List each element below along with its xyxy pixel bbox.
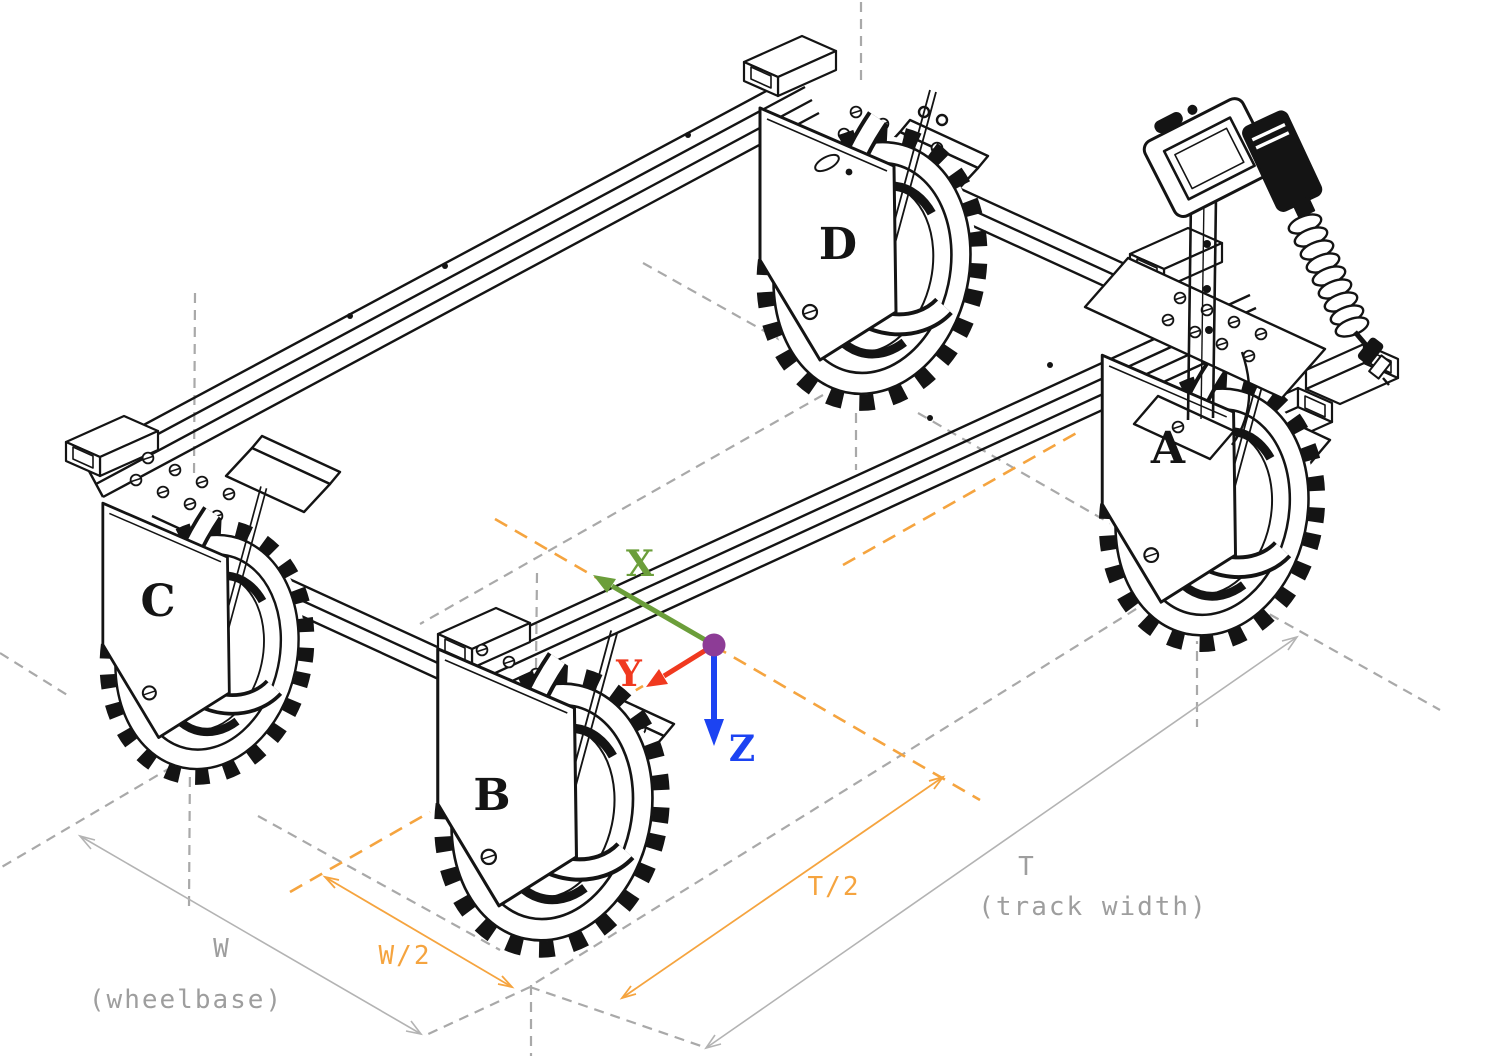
track-arrow-start bbox=[704, 1034, 722, 1050]
wheelbase-dimension-line bbox=[79, 835, 422, 1035]
wheel-label-c: C bbox=[140, 576, 175, 627]
guide-edge-da-2 bbox=[917, 412, 1114, 526]
guide-edge-bc-2 bbox=[257, 815, 501, 951]
display-top-knob bbox=[1154, 111, 1183, 134]
half-dimension-lines bbox=[322, 775, 946, 1000]
x-axis bbox=[593, 575, 716, 648]
x-axis-line bbox=[610, 583, 716, 648]
coordinate-frame: X Y Z bbox=[593, 543, 755, 770]
guide-edge-bc-1 bbox=[0, 652, 73, 699]
wheelbase-arrow-start bbox=[77, 834, 96, 850]
half-track-arrow-end bbox=[928, 775, 946, 790]
wheelbase-caption-label: (wheelbase) bbox=[89, 985, 283, 1015]
cable-plug bbox=[1357, 337, 1392, 386]
center-line-longitudinal bbox=[494, 517, 981, 802]
half-wheelbase-arrow-end bbox=[497, 975, 515, 989]
guide-vertical-wheel-c-bottom bbox=[187, 759, 192, 907]
origin-dot bbox=[702, 633, 726, 657]
guide-edge-da-3 bbox=[1254, 605, 1441, 711]
wheel-label-d: D bbox=[819, 219, 857, 270]
half-wheelbase-line bbox=[324, 876, 513, 988]
mount-bolts-c bbox=[129, 451, 236, 523]
far-side-rail bbox=[80, 72, 820, 499]
track-symbol-label: T bbox=[1018, 852, 1036, 882]
wheel-c bbox=[84, 486, 329, 796]
wheel-d bbox=[740, 90, 1004, 423]
guide-leader-t-left bbox=[529, 985, 705, 1049]
wheelbase-symbol-label: W bbox=[213, 934, 231, 964]
z-axis-arrowhead bbox=[704, 719, 724, 746]
z-axis bbox=[704, 645, 724, 746]
stub-corner-c bbox=[64, 414, 160, 478]
half-track-line bbox=[621, 776, 944, 999]
y-axis bbox=[646, 642, 716, 687]
console-mast-assembly bbox=[1083, 97, 1392, 461]
handheld-radio bbox=[1242, 110, 1392, 386]
z-axis-label: Z bbox=[729, 728, 755, 770]
wheel-b bbox=[417, 630, 686, 970]
y-axis-arrowhead bbox=[646, 669, 668, 687]
clamp-block-c bbox=[224, 434, 342, 514]
center-line-lateral-lower bbox=[289, 810, 431, 894]
coiled-cable bbox=[1287, 213, 1370, 338]
guide-leader-w-right bbox=[423, 986, 531, 1037]
wheel-a bbox=[1083, 338, 1342, 664]
y-axis-label: Y bbox=[615, 653, 643, 695]
guide-edge-cd-ext bbox=[0, 757, 188, 869]
track-dimension-line bbox=[705, 636, 1298, 1049]
half-wheelbase-arrow-start bbox=[322, 875, 340, 889]
half-track-label: T/2 bbox=[808, 872, 861, 902]
wheel-label-a: A bbox=[1150, 423, 1186, 474]
rail-rivets bbox=[347, 132, 1053, 421]
guide-edge-cd bbox=[419, 394, 824, 625]
display-console bbox=[1142, 97, 1276, 218]
full-dimension-lines bbox=[77, 635, 1299, 1050]
half-track-arrow-start bbox=[619, 985, 637, 1000]
track-arrow-end bbox=[1281, 635, 1299, 651]
half-wheelbase-label: W/2 bbox=[379, 941, 432, 971]
robot-chassis-illustration bbox=[64, 34, 1400, 970]
guide-edge-ab bbox=[531, 590, 1166, 986]
wheelbase-arrow-end bbox=[405, 1020, 423, 1036]
x-axis-label: X bbox=[626, 543, 654, 585]
guide-vertical-wheel-c-top bbox=[192, 292, 197, 479]
track-caption-label: (track width) bbox=[978, 892, 1208, 922]
x-axis-arrowhead bbox=[593, 575, 616, 593]
wheel-label-b: B bbox=[473, 770, 510, 821]
stub-corner-d bbox=[742, 34, 838, 98]
